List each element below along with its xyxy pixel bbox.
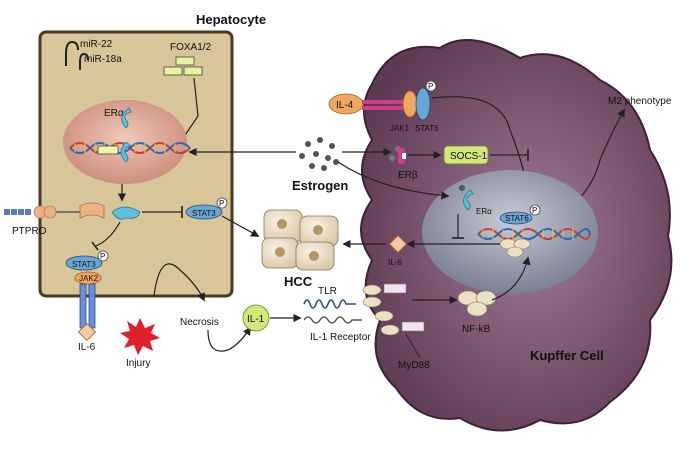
ptpro-receptor-icon xyxy=(4,202,105,219)
mirna-hairpin-icon xyxy=(65,40,89,70)
kup-era-label: ERα xyxy=(476,207,492,216)
il4-label: IL-4 xyxy=(336,100,354,111)
socs1-box xyxy=(443,145,489,165)
il1-label: IL-1 xyxy=(247,314,265,325)
hep-era-bound-icon xyxy=(120,141,132,163)
estrogen-to-kup-era-arrow xyxy=(337,161,450,200)
kup-dna-helix-icon xyxy=(477,228,591,240)
kupffer-nucleus xyxy=(422,170,598,294)
stat6-nucleus-icon xyxy=(499,211,533,225)
il1-receptor-label: IL-1 Receptor xyxy=(310,332,371,343)
hepatocyte-nucleus xyxy=(63,100,187,184)
il1-receptor-icon xyxy=(303,310,425,336)
stat6-receptor-phospho-label: P xyxy=(428,82,433,91)
socs1-label: SOCS-1 xyxy=(450,151,488,162)
foxa-label: FOXA1/2 xyxy=(170,42,212,53)
il4-receptor-icon xyxy=(362,100,404,110)
foxa-protein-icon xyxy=(163,56,203,76)
kup-era-receptor-icon xyxy=(463,189,474,211)
estrogen-label: Estrogen xyxy=(292,178,348,193)
necrosis-to-il1-arrow xyxy=(207,326,251,352)
hcc-label: HCC xyxy=(284,274,313,289)
stat3-bottom-phospho-icon xyxy=(97,250,109,262)
ptpro-to-stat3-bottom-line xyxy=(95,221,121,247)
hep-il6-label: IL-6 xyxy=(78,342,96,353)
stat3-top-phospho-icon xyxy=(216,197,228,209)
stat6-nucleus-phospho-icon xyxy=(529,204,541,216)
er-beta-receptor-icon xyxy=(389,146,406,164)
stat3-to-hcc-arrow xyxy=(221,215,260,237)
tlr-label: TLR xyxy=(318,286,337,297)
kup-era-estrogen-dot xyxy=(459,185,465,191)
myd88-label: MyD88 xyxy=(398,360,430,371)
kup-il6-ligand-icon xyxy=(388,234,408,254)
ptpro-label: PTPRO xyxy=(12,226,47,237)
stat6-nucleus-phospho-label: P xyxy=(532,206,537,215)
stat3-bottom-label: STAT3 xyxy=(72,260,96,269)
hcc-tumor-cluster xyxy=(261,209,339,271)
mir18a-label: miR-18a xyxy=(84,54,122,65)
stat6-receptor-phospho-icon xyxy=(425,80,437,92)
injury-label: Injury xyxy=(126,358,150,369)
m2-phenotype-label: M2 phenotype xyxy=(608,96,672,107)
stat6-nucleus-label: STAT6 xyxy=(505,214,529,223)
stat6-receptor-label: STAT6 xyxy=(415,124,439,133)
myd88-pointer-line xyxy=(405,333,421,359)
stat3-bottom-icon xyxy=(65,255,103,271)
jak2-label: JAK2 xyxy=(79,274,99,283)
hep-il6-ligand-icon xyxy=(77,322,97,342)
il1-ligand-icon xyxy=(242,304,270,332)
nfkb-nucleus-icon xyxy=(499,238,531,258)
hep-era-label: ERα xyxy=(104,108,124,119)
tlr-receptor-icon xyxy=(303,283,407,309)
hepatocyte-to-necrosis-arrow xyxy=(153,263,205,302)
stat3-top-icon xyxy=(185,204,223,220)
er-beta-label: ERβ xyxy=(398,170,418,181)
stat6-receptor-icon xyxy=(415,87,431,121)
nfkb-to-nucleus-arrow xyxy=(491,256,531,301)
stat3-bottom-phospho-label: P xyxy=(100,252,105,261)
kup-il6-label: IL-6 xyxy=(388,258,402,267)
mir22-label: miR-22 xyxy=(80,39,113,50)
ptpro-inhibit-bottom-bar xyxy=(91,241,99,251)
kupffer-title: Kupffer Cell xyxy=(530,348,604,363)
hepatocyte-title: Hepatocyte xyxy=(196,12,266,27)
stat3-top-label: STAT3 xyxy=(192,209,216,218)
jak2-icon xyxy=(74,271,102,285)
nfkb-label: NF-kB xyxy=(462,324,491,335)
hep-era-receptor-icon xyxy=(121,107,132,129)
jak1-label: JAK1 xyxy=(390,124,410,133)
hepatocyte-cell: Hepatocyte miR-22 miR-18a FOXA1/2 ERα xyxy=(4,12,266,353)
hep-foxa-bound-icon xyxy=(97,145,119,155)
kupffer-cell: Kupffer Cell IL-4 P JAK1 STAT6 M2 phenot… xyxy=(303,39,673,432)
stat3-top-phospho-label: P xyxy=(219,199,224,208)
necrosis-label: Necrosis xyxy=(180,317,219,328)
injury-burst-icon xyxy=(120,318,160,355)
estrogen-cluster xyxy=(299,137,339,171)
jak1-icon xyxy=(402,90,418,118)
hep-era-ptpro-complex-icon xyxy=(111,206,141,220)
